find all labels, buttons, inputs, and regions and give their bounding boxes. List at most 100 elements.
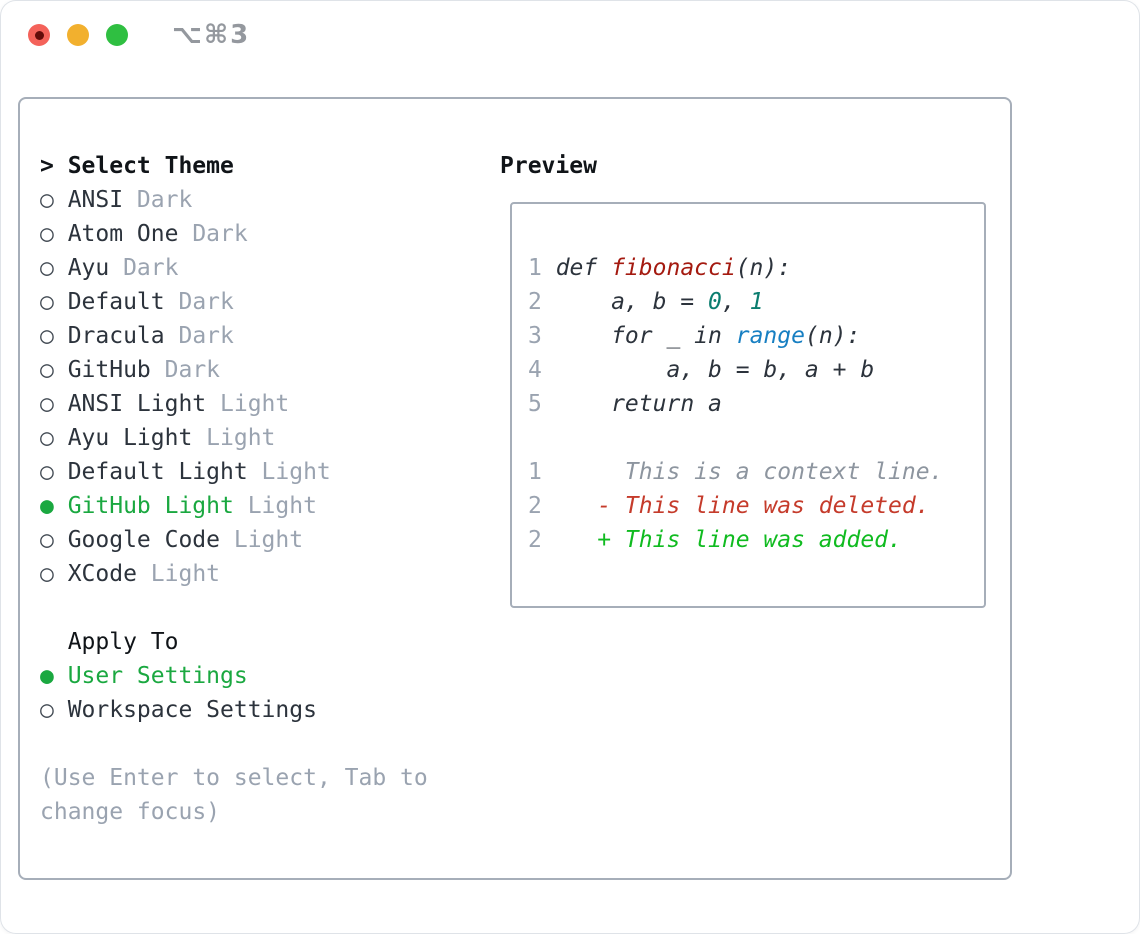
radio-icon: ○ bbox=[40, 221, 54, 247]
select-theme-header: > Select Theme bbox=[40, 149, 1010, 183]
line-number: 1 bbox=[528, 459, 542, 485]
theme-variant-tag: Dark bbox=[123, 255, 179, 281]
line-number: 1 bbox=[528, 255, 542, 281]
minimize-button-icon[interactable] bbox=[67, 24, 89, 46]
theme-option-default-light[interactable]: ○ Default Light Light bbox=[40, 455, 1010, 489]
line-number: 2 bbox=[528, 493, 542, 519]
theme-option-label: XCode bbox=[67, 561, 137, 587]
prompt-icon: > bbox=[40, 153, 54, 179]
apply-option-label: User Settings bbox=[67, 663, 248, 689]
diff-line: 2 - This line was deleted. bbox=[528, 489, 984, 523]
traffic-lights bbox=[28, 24, 145, 46]
close-button-icon[interactable] bbox=[28, 24, 50, 46]
line-content: for _ in range(n): bbox=[611, 323, 861, 349]
theme-variant-tag: Light bbox=[220, 391, 290, 417]
line-number: 4 bbox=[528, 357, 542, 383]
diff-sample: 1 This is a context line.2 - This line w… bbox=[528, 455, 984, 557]
theme-option-xcode[interactable]: ○ XCode Light bbox=[40, 557, 1010, 591]
hint-text: (Use Enter to select, Tab to change focu… bbox=[40, 761, 1010, 829]
apply-option-user-settings[interactable]: ● User Settings bbox=[40, 659, 1010, 693]
line-number: 2 bbox=[528, 527, 542, 553]
theme-option-label: GitHub Light bbox=[67, 493, 234, 519]
theme-option-ansi[interactable]: ○ ANSI Dark bbox=[40, 183, 1010, 217]
apply-to-options: ● User Settings ○ Workspace Settings bbox=[40, 659, 1010, 727]
theme-option-label: Dracula bbox=[67, 323, 165, 349]
zoom-button-icon[interactable] bbox=[106, 24, 128, 46]
line-content: return a bbox=[611, 391, 722, 417]
theme-variant-tag: Dark bbox=[192, 221, 248, 247]
line-content: This is a context line. bbox=[555, 459, 944, 485]
apply-to-header-row: Apply To bbox=[40, 625, 1010, 659]
radio-icon: ○ bbox=[40, 697, 54, 723]
code-line: 1 def fibonacci(n): bbox=[528, 251, 984, 285]
code-line: 3 for _ in range(n): bbox=[528, 319, 984, 353]
select-theme-title: Select Theme bbox=[67, 153, 234, 179]
theme-option-github-light[interactable]: ● GitHub Light Light bbox=[40, 489, 1010, 523]
theme-option-ansi-light[interactable]: ○ ANSI Light Light bbox=[40, 387, 1010, 421]
hint-line-1: (Use Enter to select, Tab to bbox=[40, 765, 428, 791]
theme-variant-tag: Dark bbox=[178, 323, 234, 349]
theme-option-label: Ayu Light bbox=[67, 425, 193, 451]
theme-option-label: ANSI bbox=[67, 187, 124, 213]
diff-line: 2 + This line was added. bbox=[528, 523, 984, 557]
title-bar: ⌥⌘3 bbox=[0, 0, 1140, 70]
radio-icon: ○ bbox=[40, 425, 54, 451]
radio-icon: ○ bbox=[40, 459, 54, 485]
window-title: ⌥⌘3 bbox=[172, 20, 251, 50]
apply-option-label: Workspace Settings bbox=[67, 697, 317, 723]
theme-option-label: Default bbox=[67, 289, 165, 315]
line-content: def fibonacci(n): bbox=[555, 255, 792, 281]
line-number: 2 bbox=[528, 289, 542, 315]
hint-line-2: change focus) bbox=[40, 799, 221, 825]
radio-icon: ○ bbox=[40, 187, 54, 213]
line-number: 5 bbox=[528, 391, 542, 417]
apply-to-section: Apply To ● User Settings ○ Workspace Set… bbox=[40, 625, 1010, 727]
theme-variant-tag: Light bbox=[206, 425, 276, 451]
indent-spacer bbox=[40, 625, 68, 659]
theme-list: ○ ANSI Dark ○ Atom One Dark ○ Ayu Dark ○… bbox=[40, 183, 1010, 591]
radio-icon: ○ bbox=[40, 391, 54, 417]
theme-option-github[interactable]: ○ GitHub Dark bbox=[40, 353, 1010, 387]
theme-option-label: Atom One bbox=[67, 221, 179, 247]
radio-icon: ○ bbox=[40, 323, 54, 349]
preview-title: Preview bbox=[500, 153, 597, 179]
theme-variant-tag: Dark bbox=[178, 289, 234, 315]
theme-option-dracula[interactable]: ○ Dracula Dark bbox=[40, 319, 1010, 353]
apply-option-workspace-settings[interactable]: ○ Workspace Settings bbox=[40, 693, 1010, 727]
theme-variant-tag: Light bbox=[150, 561, 221, 587]
theme-variant-tag: Light bbox=[261, 459, 331, 485]
theme-variant-tag: Light bbox=[233, 527, 304, 553]
theme-option-google-code[interactable]: ○ Google Code Light bbox=[40, 523, 1010, 557]
theme-option-ayu[interactable]: ○ Ayu Dark bbox=[40, 251, 1010, 285]
code-line: 4 a, b = b, a + b bbox=[528, 353, 984, 387]
line-content: a, b = 0, 1 bbox=[555, 289, 764, 315]
theme-option-label: Ayu bbox=[67, 255, 110, 281]
theme-option-ayu-light[interactable]: ○ Ayu Light Light bbox=[40, 421, 1010, 455]
line-number: 3 bbox=[528, 323, 542, 349]
theme-variant-tag: Light bbox=[247, 493, 317, 519]
line-content: a, b = b, a + b bbox=[555, 357, 875, 383]
theme-option-label: Default Light bbox=[67, 459, 248, 485]
radio-icon: ○ bbox=[40, 289, 54, 315]
theme-option-default[interactable]: ○ Default Dark bbox=[40, 285, 1010, 319]
radio-icon: ● bbox=[40, 493, 54, 519]
apply-to-title: Apply To bbox=[67, 629, 179, 655]
theme-variant-tag: Dark bbox=[136, 187, 193, 213]
radio-icon: ○ bbox=[40, 255, 54, 281]
radio-icon: ● bbox=[40, 663, 54, 689]
code-line: 2 a, b = 0, 1 bbox=[528, 285, 984, 319]
radio-icon: ○ bbox=[40, 357, 54, 383]
code-line: 5 return a bbox=[528, 387, 984, 421]
theme-option-label: ANSI Light bbox=[67, 391, 207, 417]
radio-icon: ○ bbox=[40, 527, 54, 553]
theme-option-label: GitHub bbox=[67, 357, 151, 383]
line-content: - This line was deleted. bbox=[597, 493, 930, 519]
theme-option-atom-one[interactable]: ○ Atom One Dark bbox=[40, 217, 1010, 251]
theme-variant-tag: Dark bbox=[164, 357, 221, 383]
diff-line: 1 This is a context line. bbox=[528, 455, 984, 489]
line-content: + This line was added. bbox=[597, 527, 902, 553]
